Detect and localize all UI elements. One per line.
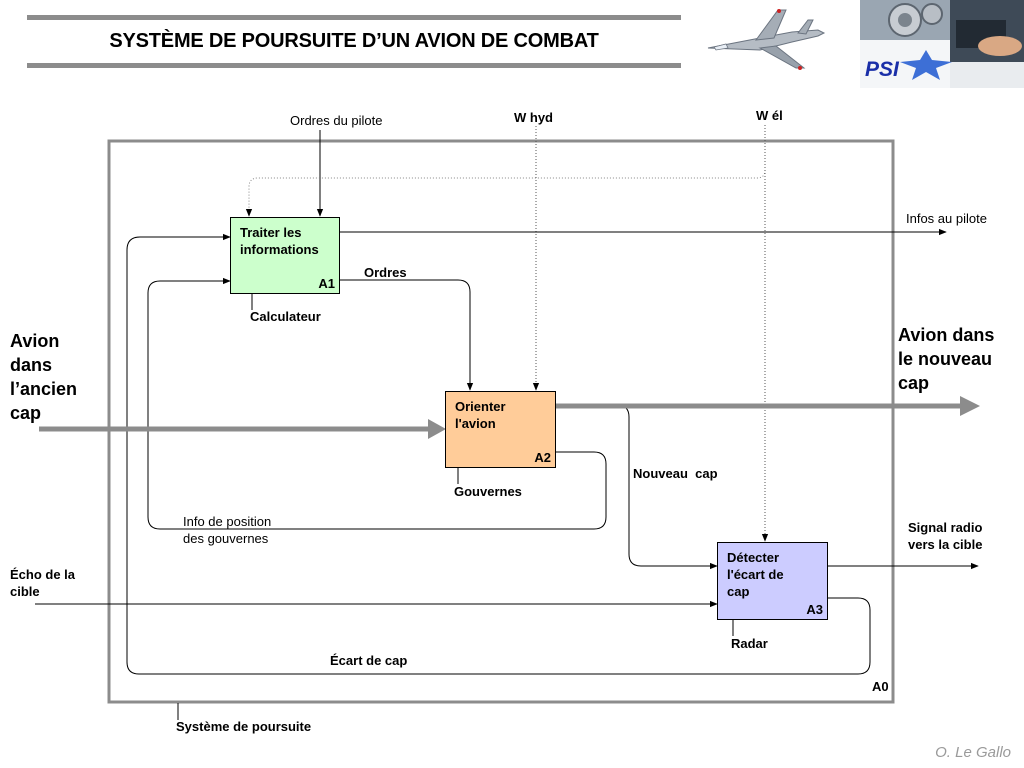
label-echo: Écho de la cible <box>10 567 76 599</box>
label-avion-nouveau: Avion dans le nouveau cap <box>898 325 995 393</box>
box-a3-label: Détecter l'écart de cap <box>727 550 784 599</box>
label-ordres: Ordres <box>364 265 407 280</box>
label-w-hyd: W hyd <box>514 110 553 125</box>
label-systeme: Système de poursuite <box>176 719 312 734</box>
title-rule-top <box>27 15 681 20</box>
label-w-el: W él <box>756 108 783 123</box>
box-a1-id: A1 <box>318 276 335 291</box>
header-photo <box>860 0 1024 88</box>
star-icon <box>900 50 952 80</box>
label-signal-radio: Signal radio vers la cible <box>908 520 983 552</box>
label-infos-pilote: Infos au pilote <box>906 211 987 226</box>
title-rule-bottom <box>27 63 681 68</box>
box-a1-label: Traiter les informations <box>240 225 319 257</box>
box-a2: Orienter l'avion A2 <box>445 391 556 468</box>
label-a0: A0 <box>872 679 889 694</box>
label-ecart-cap: Écart de cap <box>330 653 408 668</box>
box-a2-id: A2 <box>534 450 551 465</box>
a0-frame <box>107 139 895 704</box>
label-ordres-pilote: Ordres du pilote <box>290 113 383 128</box>
output-avion-nouveau-arrowhead <box>960 396 980 416</box>
label-gouvernes: Gouvernes <box>454 484 522 499</box>
flow-ordres <box>340 279 474 391</box>
flow-info-position <box>147 277 607 530</box>
label-info-position: Info de position des gouvernes <box>183 514 272 546</box>
page-title: SYSTÈME DE POURSUITE D’UN AVION DE COMBA… <box>109 30 599 52</box>
jet-fighter-icon <box>707 9 826 70</box>
label-avion-ancien: Avion dans l’ancien cap <box>10 331 78 423</box>
label-calculateur: Calculateur <box>250 309 321 324</box>
author-credit: O. Le Gallo <box>935 744 1011 761</box>
flow-ecart-cap <box>126 233 871 675</box>
input-avion-ancien-arrowhead <box>428 419 446 439</box>
label-nouveau-cap: Nouveau cap <box>633 466 718 481</box>
box-a3: Détecter l'écart de cap A3 <box>717 542 828 620</box>
psi-logo: PSI <box>865 58 899 81</box>
box-a3-id: A3 <box>806 602 823 617</box>
control-w-el-a1 <box>245 125 766 217</box>
box-a1: Traiter les informations A1 <box>230 217 340 294</box>
box-a2-label: Orienter l'avion <box>455 399 506 431</box>
label-radar: Radar <box>731 636 768 651</box>
flow-nouveau-cap <box>556 404 718 570</box>
